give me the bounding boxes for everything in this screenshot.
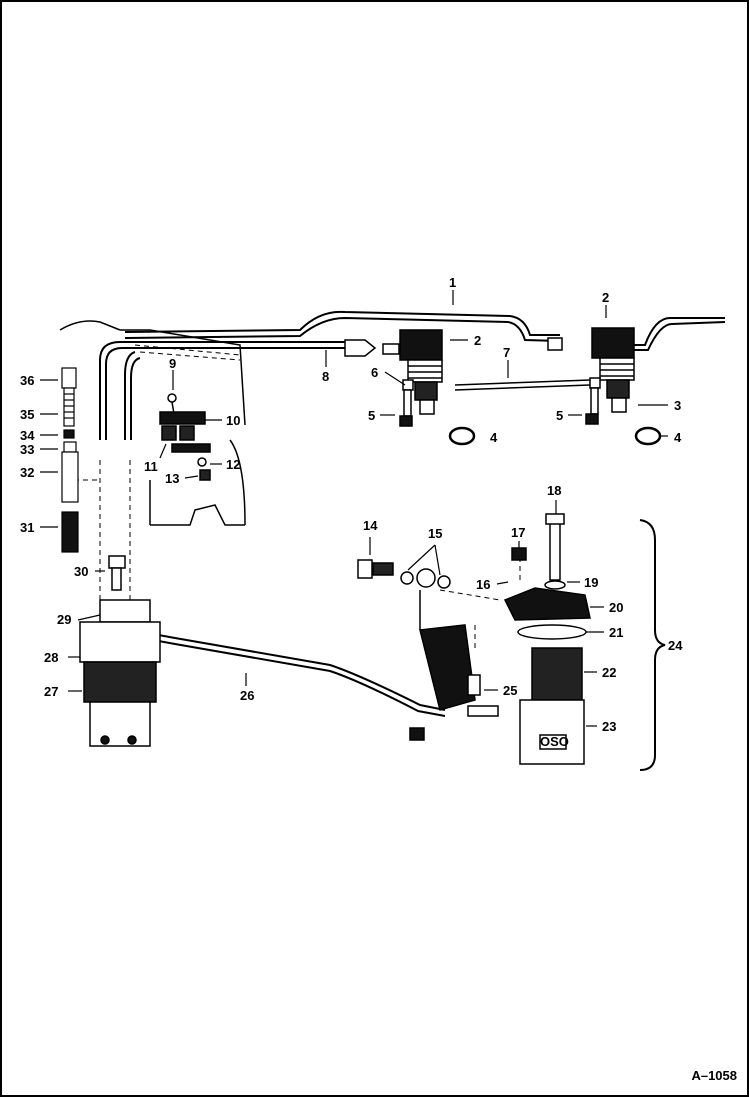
fuel-line-26 <box>119 627 446 717</box>
callout-3: 3 <box>674 398 681 413</box>
clamp-bracket <box>159 393 211 481</box>
callout-25: 25 <box>503 683 517 698</box>
callout-23: 23 <box>602 719 616 734</box>
callout-numbers: 1 2 2 3 4 4 5 5 6 7 8 9 10 11 12 13 14 1… <box>20 275 683 734</box>
callout-10: 10 <box>226 413 240 428</box>
callout-19: 19 <box>584 575 598 590</box>
injector-left <box>344 329 443 415</box>
bolts-5-6 <box>399 377 601 427</box>
callout-36: 36 <box>20 373 34 388</box>
callout-26: 26 <box>240 688 254 703</box>
injector-right <box>547 327 635 413</box>
callout-17: 17 <box>511 525 525 540</box>
callout-6: 6 <box>371 365 378 380</box>
bolt-30 <box>108 555 126 591</box>
callout-12: 12 <box>226 457 240 472</box>
group-bracket-24 <box>639 519 666 771</box>
fuel-filter <box>503 513 591 765</box>
callout-33: 33 <box>20 442 34 457</box>
callout-14: 14 <box>363 518 378 533</box>
callout-30: 30 <box>74 564 88 579</box>
callout-27: 27 <box>44 684 58 699</box>
callout-5b: 5 <box>556 408 563 423</box>
washer-left <box>448 426 476 446</box>
injection-pump <box>79 599 161 747</box>
callout-15: 15 <box>428 526 442 541</box>
callout-35: 35 <box>20 407 34 422</box>
callout-29: 29 <box>57 612 71 627</box>
callout-11: 11 <box>144 459 158 474</box>
callout-1: 1 <box>449 275 456 290</box>
callout-13: 13 <box>165 471 179 486</box>
callout-32: 32 <box>20 465 34 480</box>
callout-5a: 5 <box>368 408 375 423</box>
callout-16: 16 <box>476 577 490 592</box>
callout-20: 20 <box>609 600 623 615</box>
figure-reference: A–1058 <box>691 1068 737 1083</box>
filter-label: OSO <box>540 734 569 749</box>
engine-outline <box>59 320 246 526</box>
callout-31: 31 <box>20 520 34 535</box>
callout-34: 34 <box>20 428 35 443</box>
leader-lines <box>40 290 668 727</box>
callout-2a: 2 <box>602 290 609 305</box>
callout-18: 18 <box>547 483 561 498</box>
washer-right <box>634 426 662 446</box>
callout-22: 22 <box>602 665 616 680</box>
injection-lines <box>99 341 345 440</box>
callout-28: 28 <box>44 650 58 665</box>
banjo-fitting <box>357 559 451 589</box>
callout-8: 8 <box>322 369 329 384</box>
callout-9: 9 <box>169 356 176 371</box>
callout-2b: 2 <box>474 333 481 348</box>
filter-bracket <box>409 590 499 741</box>
fuel-line-1 <box>124 310 726 351</box>
callout-24: 24 <box>668 638 683 653</box>
callout-7: 7 <box>503 345 510 360</box>
callout-21: 21 <box>609 625 623 640</box>
callout-4a: 4 <box>490 430 498 445</box>
fuel-line-7 <box>454 379 591 391</box>
nozzle-assembly <box>61 367 79 553</box>
callout-4b: 4 <box>674 430 682 445</box>
